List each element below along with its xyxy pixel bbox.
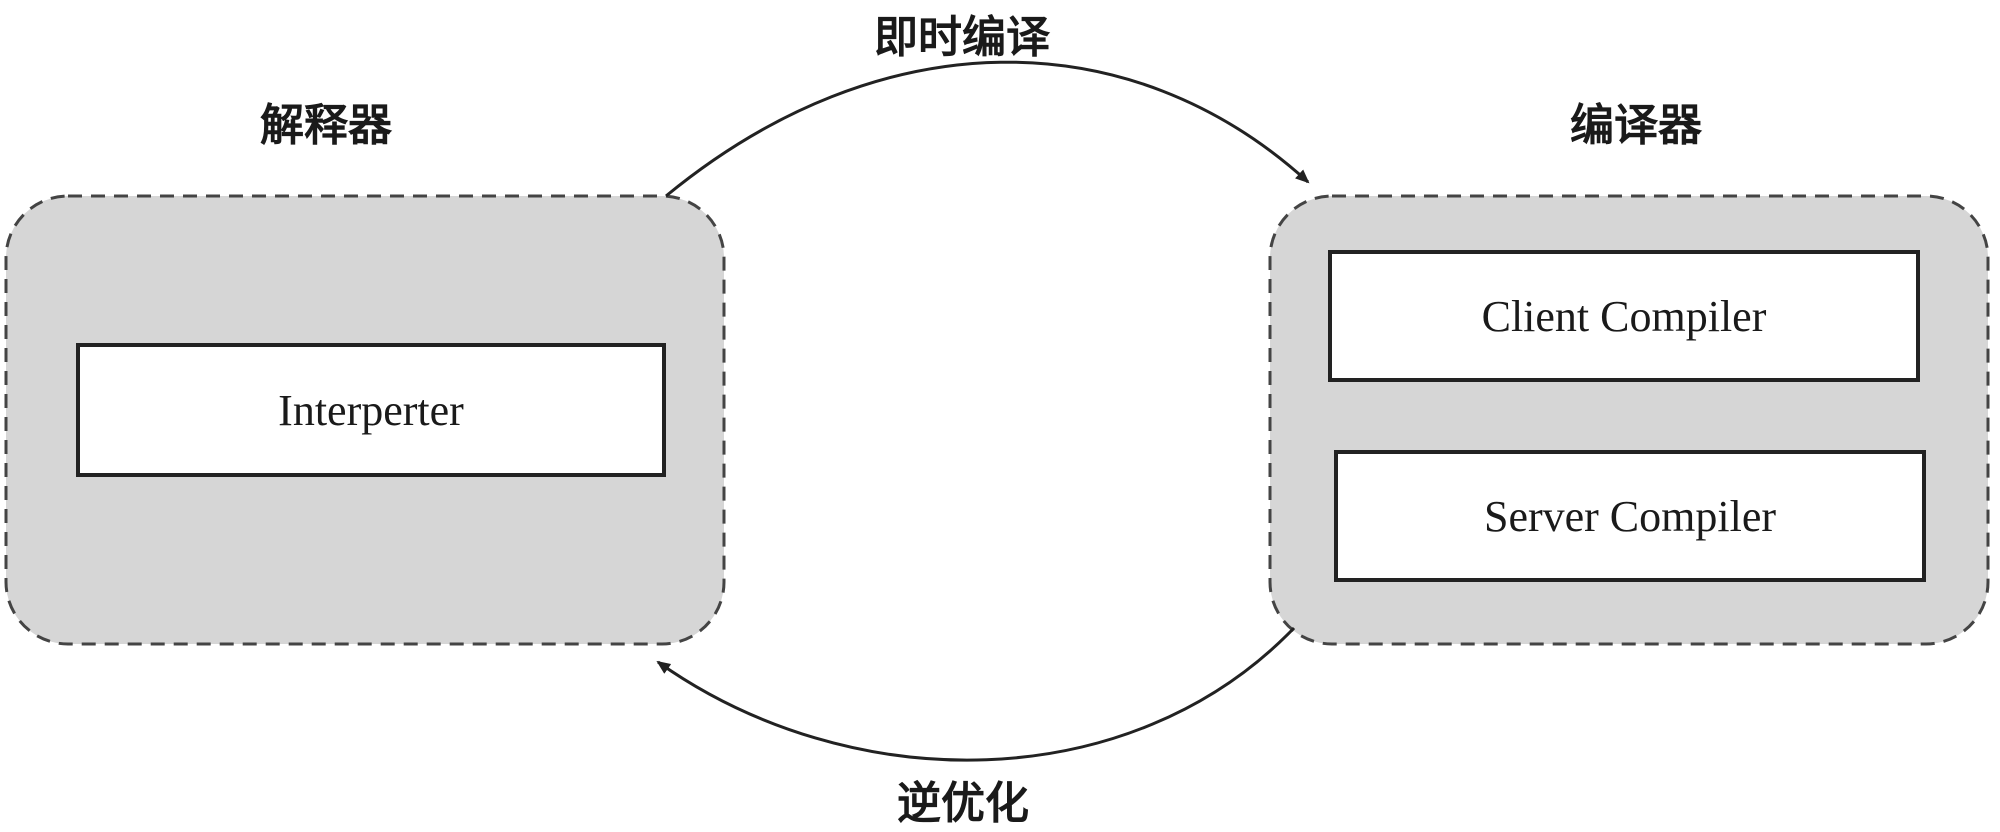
deoptimization-label: 逆优化 bbox=[897, 778, 1029, 829]
compiler-group: 编译器 Client Compiler Server Compiler bbox=[1268, 100, 1990, 646]
interpreter-group: 解释器 Interperter bbox=[4, 100, 726, 646]
client-compiler-box bbox=[1328, 250, 1920, 382]
server-compiler-label: Server Compiler bbox=[1484, 492, 1776, 541]
interpreter-box bbox=[76, 343, 666, 477]
deoptimization-arrow bbox=[656, 626, 1296, 762]
interpreter-box-label: Interperter bbox=[278, 386, 464, 435]
interpreter-group-title: 解释器 bbox=[260, 100, 393, 151]
client-compiler-label: Client Compiler bbox=[1482, 292, 1767, 341]
compiler-group-title: 编译器 bbox=[1570, 100, 1703, 151]
jit-compile-label: 即时编译 bbox=[874, 12, 1051, 63]
server-compiler-box bbox=[1334, 450, 1926, 582]
jit-compile-arrow bbox=[665, 60, 1310, 198]
